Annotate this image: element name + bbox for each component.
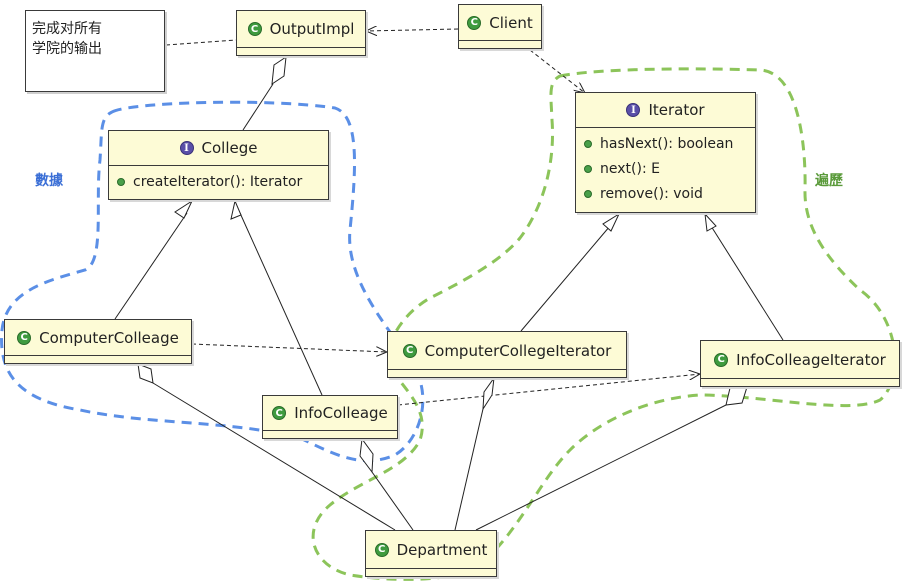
infoiterator-realization-head — [704, 212, 717, 232]
note-line-2: 学院的输出 — [32, 41, 102, 57]
note-text: 完成对所有 学院的输出 — [32, 19, 142, 59]
interface-icon: I — [179, 141, 194, 155]
interface-college[interactable]: I College createIterator(): Iterator — [108, 130, 329, 200]
class-department[interactable]: C Department — [365, 530, 497, 577]
class-icon: C — [402, 343, 417, 358]
class-name: InfoColleageIterator — [736, 350, 886, 369]
class-icon: C — [17, 330, 32, 345]
class-computercollegeiterator[interactable]: C ComputerCollegeIterator — [387, 331, 627, 378]
public-method-icon — [584, 139, 592, 148]
class-infocolleageiterator[interactable]: C InfoColleageIterator — [700, 340, 900, 387]
public-method-icon — [584, 189, 592, 198]
interface-iterator[interactable]: I Iterator hasNext(): boolean next(): E … — [575, 92, 756, 213]
traverse-region-label: 遍歷 — [815, 173, 843, 189]
computeriterator-aggregates-department — [454, 408, 484, 531]
interface-icon: I — [626, 103, 641, 117]
class-client[interactable]: C Client — [458, 4, 542, 49]
client-to-iterator-dependency — [529, 49, 585, 93]
computercolleage-to-iterator-dependency — [191, 343, 387, 352]
infoiterator-realizes-iterator — [710, 225, 784, 341]
class-infocolleage[interactable]: C InfoColleage — [262, 395, 398, 439]
class-icon: C — [247, 22, 262, 36]
infocolleage-aggregates-department — [371, 471, 414, 531]
infocolleage-to-infoiterator-dependency — [397, 374, 700, 406]
infocolleage-aggregation-diamond — [359, 437, 374, 474]
infocolleage-realizes-college — [239, 212, 323, 396]
operation-hasnext[interactable]: hasNext(): boolean — [584, 131, 749, 156]
public-method-icon — [584, 164, 592, 173]
interface-name: College — [201, 139, 258, 157]
computercolleage-realizes-college — [114, 212, 188, 320]
operation-createiterator[interactable]: createIterator(): Iterator — [117, 169, 322, 194]
interface-name: Iterator — [648, 101, 705, 119]
comment-note[interactable]: 完成对所有 学院的输出 — [25, 10, 165, 92]
data-region-label: 數據 — [35, 173, 63, 189]
class-name: Client — [489, 13, 533, 32]
class-name: OutputImpl — [269, 20, 355, 38]
computeriterator-realizes-iterator — [520, 225, 611, 332]
computercolleage-aggregates-department — [152, 382, 396, 531]
note-link-line — [165, 39, 237, 46]
note-line-1: 完成对所有 — [32, 21, 102, 37]
class-computercolleage[interactable]: C ComputerColleage — [4, 319, 192, 364]
operation-remove[interactable]: remove(): void — [584, 181, 749, 206]
class-name: ComputerCollegeIterator — [424, 341, 612, 360]
class-name: ComputerColleage — [39, 328, 179, 347]
class-icon: C — [374, 542, 389, 557]
class-icon: C — [714, 352, 729, 367]
class-name: Department — [396, 540, 488, 559]
class-icon: C — [272, 406, 287, 420]
data-region-outline — [0, 100, 425, 463]
operation-next[interactable]: next(): E — [584, 156, 749, 181]
outputimpl-aggregation-diamond — [271, 55, 287, 86]
computeriterator-realization-head — [602, 212, 621, 232]
outputimpl-aggregates-college — [242, 83, 274, 131]
infoiterator-aggregation-diamond — [725, 386, 748, 406]
computercolleage-realization-head — [174, 199, 194, 219]
class-outputimpl[interactable]: C OutputImpl — [236, 10, 366, 56]
class-name: InfoColleage — [294, 404, 388, 422]
computeriterator-aggregation-diamond — [482, 377, 495, 411]
computercolleage-aggregation-diamond — [137, 363, 154, 384]
class-icon: C — [467, 15, 482, 30]
client-to-outputimpl-dependency — [366, 29, 459, 31]
infocolleage-realization-head — [230, 199, 242, 220]
infoiterator-aggregates-department — [475, 404, 727, 531]
public-method-icon — [117, 177, 125, 186]
